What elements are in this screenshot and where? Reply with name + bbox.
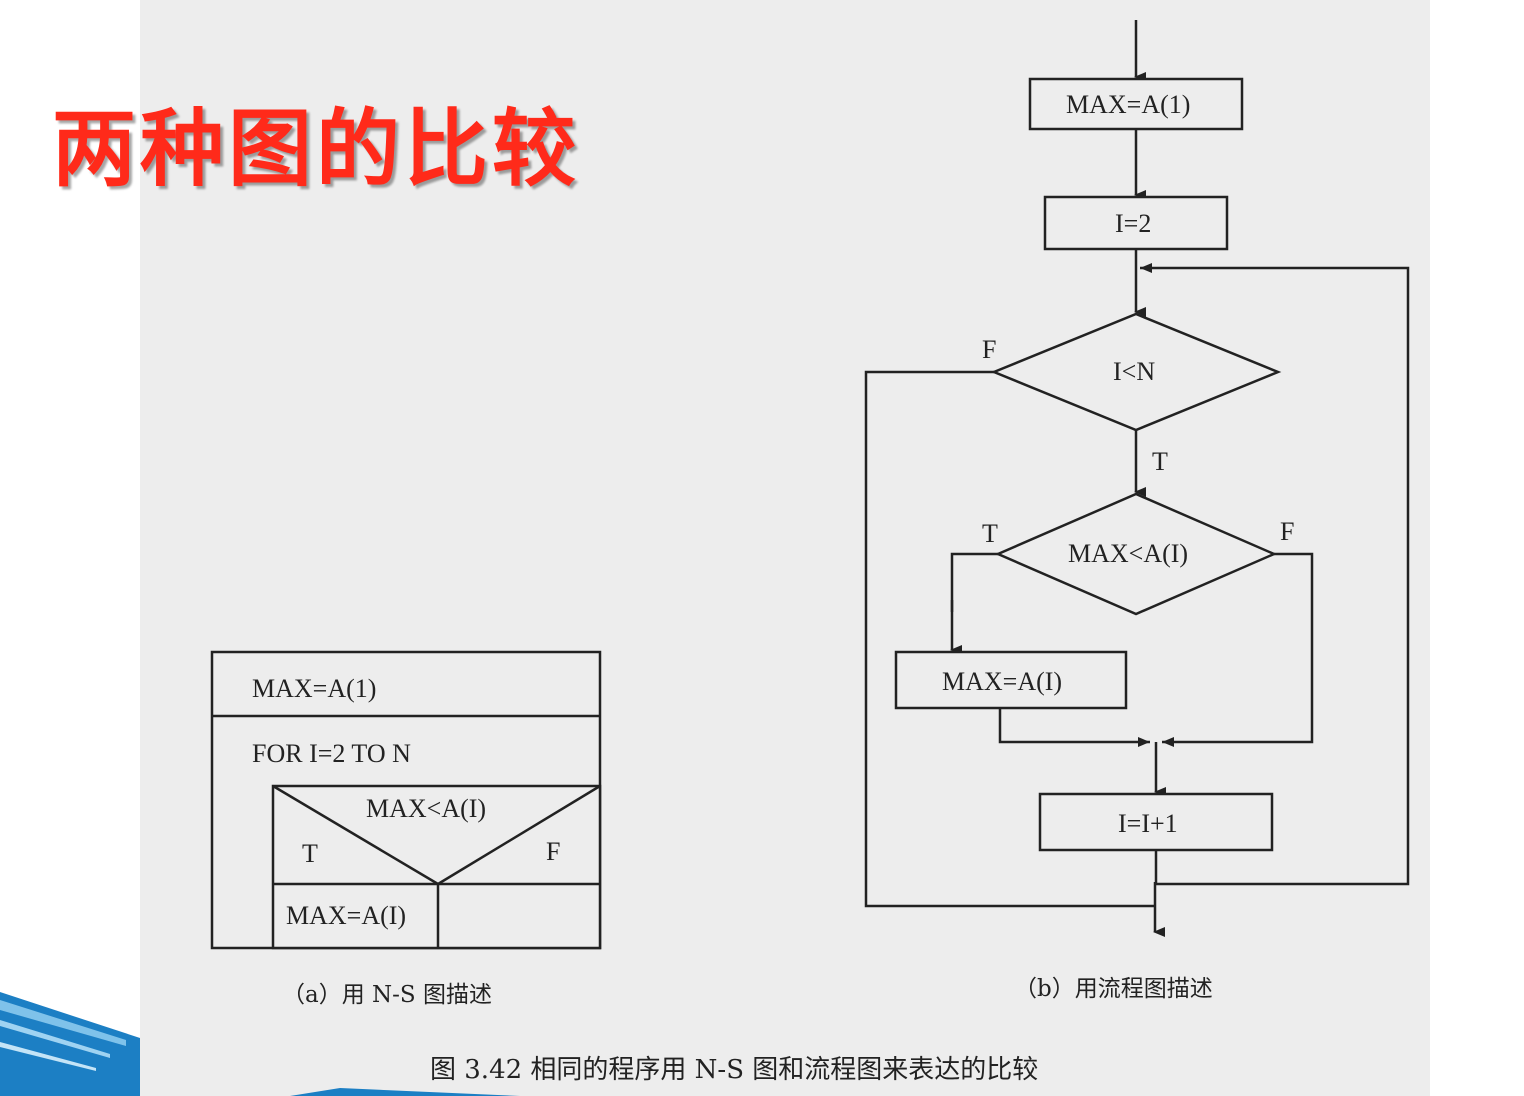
flowchart-caption: （b）用流程图描述	[1014, 976, 1213, 1002]
compare-false-line	[1162, 552, 1314, 747]
loop-true-label: T	[1152, 447, 1168, 476]
box-increment	[1038, 792, 1274, 852]
loop-exit-path	[864, 370, 1155, 908]
figure-caption: 图 3.42 相同的程序用 N-S 图和流程图来表达的比较	[430, 1055, 1038, 1085]
increment-text: I=I+1	[1118, 809, 1178, 838]
ns-false-label: F	[546, 837, 560, 866]
assign-text: MAX=A(I)	[942, 667, 1062, 696]
ns-caption: （a）用 N-S 图描述	[282, 982, 492, 1008]
ns-condition-text: MAX<A(I)	[366, 794, 486, 823]
ns-triangle-left	[272, 784, 439, 886]
corner-decoration	[0, 992, 520, 1096]
assign-merge-line	[998, 708, 1150, 747]
ns-inner-frame	[271, 784, 602, 950]
flowchart: MAX=A(1) I=2 I<N F T MAX<A(I) T F MAX=A(…	[864, 20, 1410, 1002]
compare-true-label: T	[982, 519, 998, 548]
ns-true-label: T	[302, 839, 318, 868]
ns-init-text: MAX=A(1)	[252, 674, 376, 703]
loop-false-label: F	[982, 335, 996, 364]
ns-diagram: MAX=A(1) FOR I=2 TO N MAX<A(I) T F MAX=A…	[210, 650, 602, 1008]
decision-compare	[994, 492, 1278, 616]
compare-false-label: F	[1280, 517, 1294, 546]
slide-title: 两种图的比较	[52, 99, 581, 198]
init-i-text: I=2	[1115, 209, 1151, 238]
loop-condition-text: I<N	[1113, 357, 1155, 386]
init-max-text: MAX=A(1)	[1066, 90, 1190, 119]
ns-true-action-text: MAX=A(I)	[286, 901, 406, 930]
ns-triangle-right	[437, 784, 601, 886]
compare-true-line	[950, 552, 998, 612]
box-assign	[894, 650, 1128, 710]
compare-condition-text: MAX<A(I)	[1068, 539, 1188, 568]
loop-back-path	[1140, 263, 1410, 886]
ns-loop-text: FOR I=2 TO N	[252, 739, 411, 768]
